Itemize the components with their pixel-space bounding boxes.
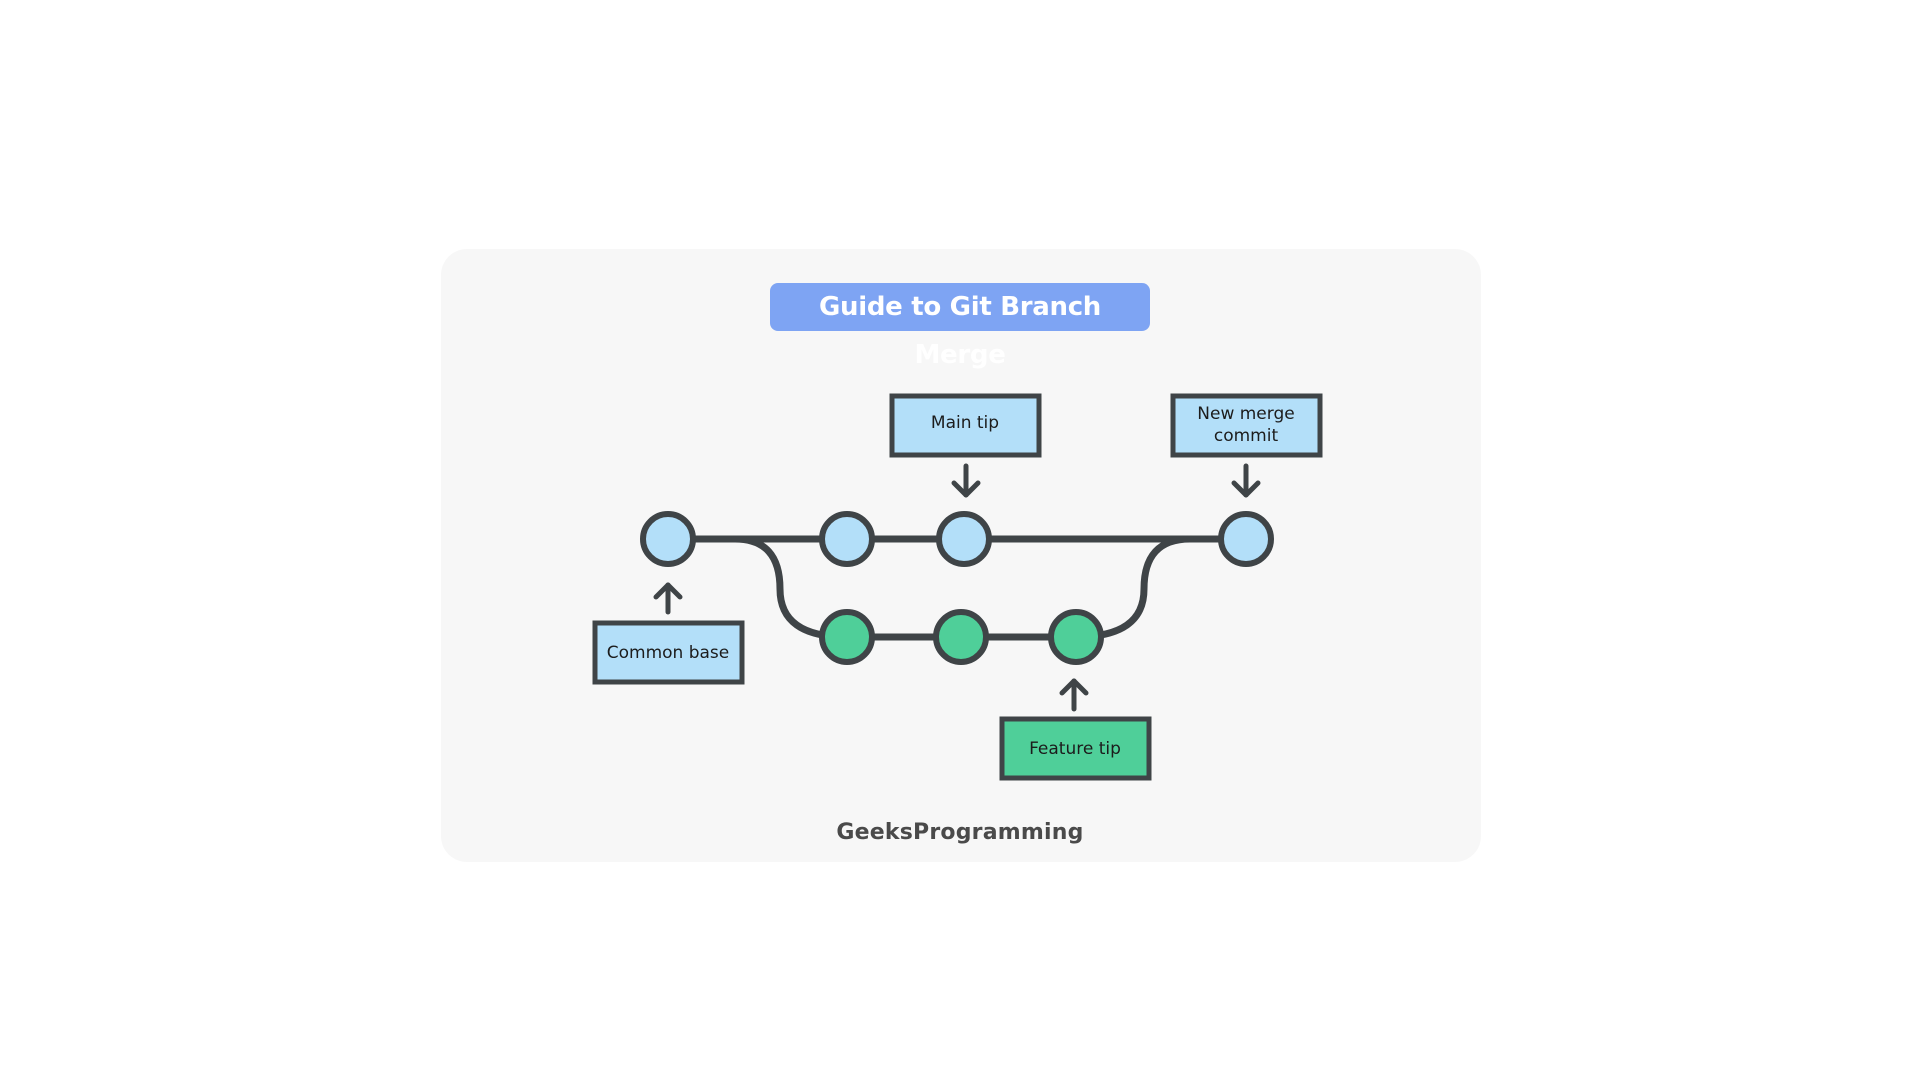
arrow-down-main-tip: [951, 463, 981, 498]
page-title: Guide to Git Branch Merge: [770, 283, 1150, 370]
label-feature-tip: Feature tip: [1029, 739, 1121, 759]
label-box-main-tip: [889, 393, 1042, 458]
arrow-up-feature-tip: [1059, 678, 1089, 712]
commit-merge: [1218, 511, 1274, 567]
arrow-down-merge: [1231, 463, 1261, 498]
commit-feature-tip: [1048, 609, 1104, 665]
commit-main-tip: [936, 511, 992, 567]
commit-feature-1: [819, 609, 875, 665]
label-new-merge-line2: commit: [1214, 426, 1279, 446]
commit-feature-2: [933, 609, 989, 665]
commit-main-2: [819, 511, 875, 567]
label-box-merge-commit: [1170, 393, 1323, 458]
merge-in-curve: [1072, 535, 1194, 641]
label-new-merge-line1: New merge: [1197, 404, 1294, 424]
footer-brand: GeeksProgramming: [836, 820, 1084, 845]
branch-out-curve: [731, 535, 851, 641]
label-main-tip: Main tip: [931, 413, 999, 433]
label-common-base: Common base: [607, 643, 730, 663]
label-box-feature-tip: [999, 716, 1152, 781]
arrow-up-common-base: [653, 582, 683, 615]
commit-common-base: [640, 511, 696, 567]
label-box-common-base: [592, 620, 745, 685]
